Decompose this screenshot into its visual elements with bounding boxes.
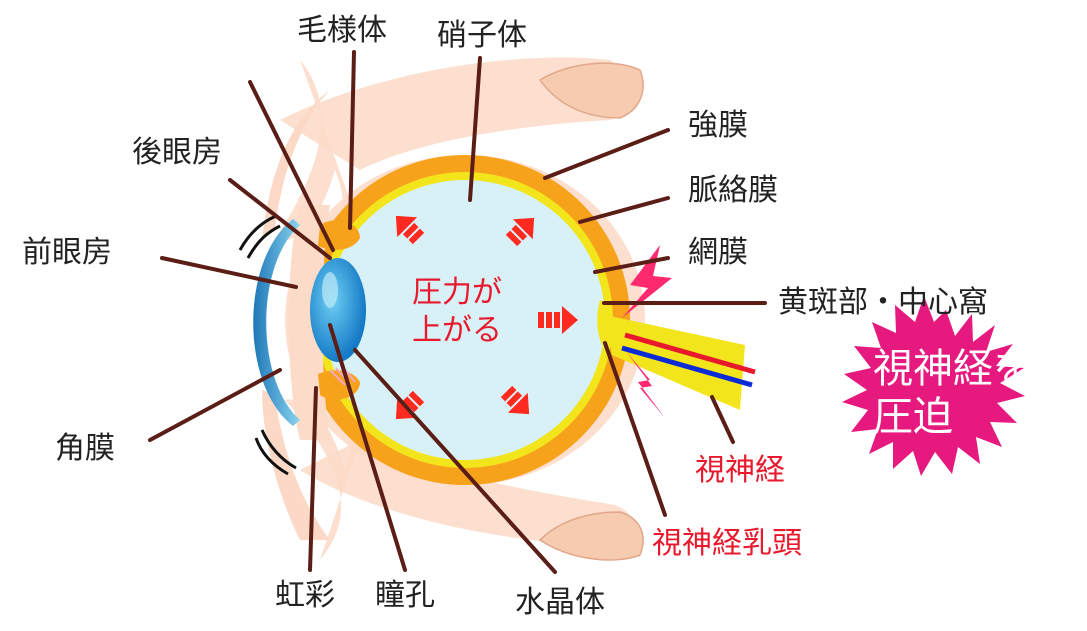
leader-lines <box>148 50 767 574</box>
burst-text-line1: 視神経を <box>873 346 1033 392</box>
pressure-burst <box>842 296 1025 476</box>
label-choroid: 脈絡膜 <box>688 173 778 208</box>
label-anterior-chamber: 前眼房 <box>22 235 112 270</box>
label-optic-nerve: 視神経 <box>695 453 785 488</box>
vitreous-body <box>325 180 605 460</box>
label-vitreous-body: 硝子体 <box>437 18 527 53</box>
label-retina: 網膜 <box>688 235 748 270</box>
label-macula-fovea: 黄斑部・中心窩 <box>778 285 988 320</box>
label-pupil: 瞳孔 <box>375 578 435 613</box>
optic-nerve-bundle <box>605 315 756 410</box>
pressure-arrows <box>395 215 578 420</box>
label-sclera: 強膜 <box>688 108 748 143</box>
label-cornea: 角膜 <box>55 431 115 466</box>
label-ciliary-body: 毛様体 <box>297 13 387 48</box>
pressure-bolt-upper <box>622 245 672 318</box>
upper-eyelid <box>275 60 350 300</box>
center-text-line2: 上がる <box>412 313 502 348</box>
label-posterior-chamber: 後眼房 <box>132 135 222 170</box>
pressure-bolt-lower <box>625 350 665 418</box>
cornea <box>253 219 300 426</box>
label-optic-disc: 視神経乳頭 <box>652 526 802 561</box>
label-lens: 水晶体 <box>515 585 605 620</box>
eyeball <box>285 155 645 485</box>
label-iris: 虹彩 <box>275 578 335 613</box>
burst-text-line2: 圧迫 <box>873 394 953 440</box>
eyelashes <box>238 214 297 476</box>
center-text-line1: 圧力が <box>412 275 502 310</box>
